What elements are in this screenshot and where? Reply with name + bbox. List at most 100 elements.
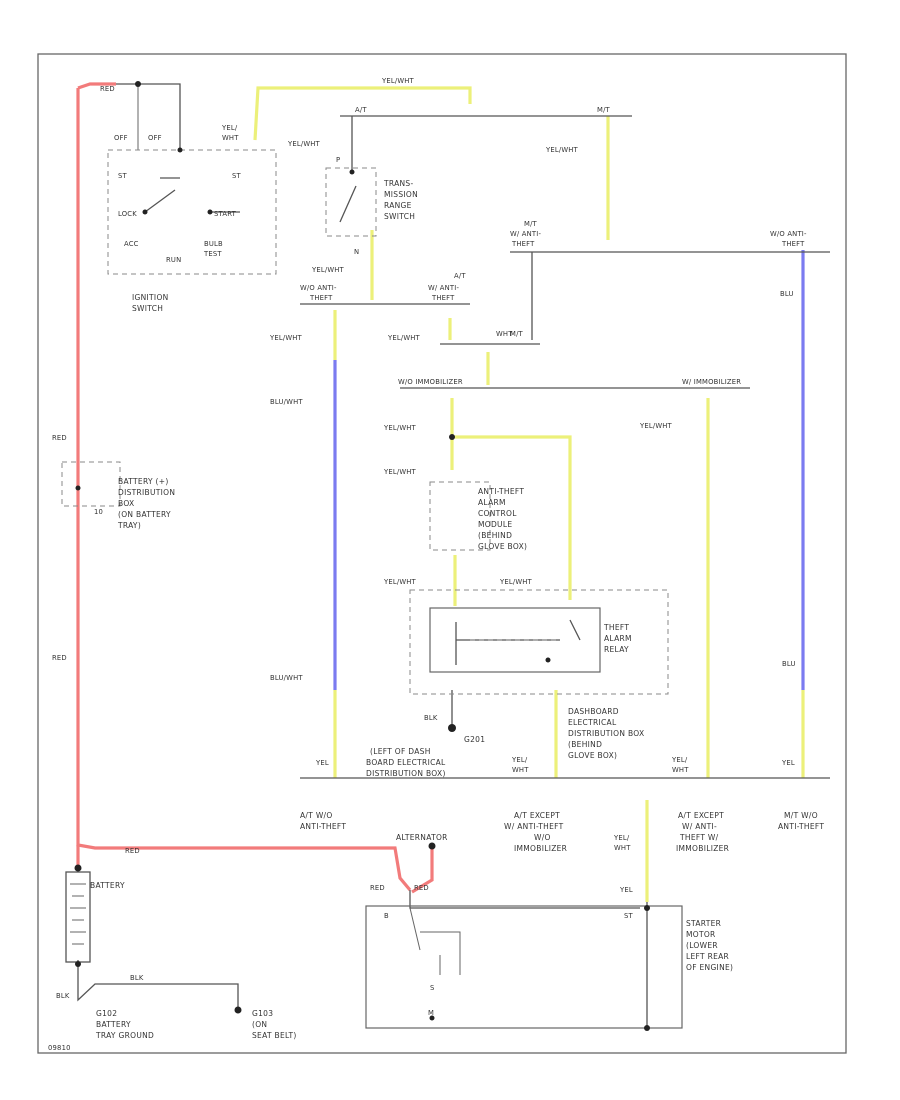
g102-1: G102 xyxy=(96,1009,117,1018)
dot-batt-bot xyxy=(75,961,81,967)
battery-dist-box xyxy=(61,461,121,507)
starter-2: (LOWER xyxy=(686,941,718,950)
red-wire-alternator xyxy=(411,846,434,894)
g103-2: (ON xyxy=(252,1020,267,1029)
var-mtwo-0: M/T W/O xyxy=(784,811,818,820)
ign-run: RUN xyxy=(166,256,181,264)
starter-1: MOTOR xyxy=(686,930,716,939)
dash-4: GLOVE BOX) xyxy=(568,751,617,760)
battery-ground-wire xyxy=(77,960,239,1010)
splice-mt-top: M/T xyxy=(597,106,611,114)
wire-label-red-2: RED xyxy=(52,654,67,662)
battdist-1: DISTRIBUTION xyxy=(118,488,175,497)
splice-atw-1: A/T xyxy=(454,272,466,280)
dash-1: ELECTRICAL xyxy=(568,718,617,727)
splice-mtw-2: W/ ANTI- xyxy=(510,230,541,238)
g201-note-2: DISTRIBUTION BOX) xyxy=(366,769,446,778)
wire-label-blk-batt: BLK xyxy=(56,992,70,1000)
footer-code: 09810 xyxy=(48,1044,71,1052)
starter-m: M xyxy=(428,1009,434,1017)
splice-wor-1: W/O ANTI- xyxy=(770,230,807,238)
var-atex1-2: W/O xyxy=(534,833,551,842)
dot-trans xyxy=(349,169,355,175)
dot-g201 xyxy=(448,724,456,732)
wire-label-red-4: RED xyxy=(370,884,385,892)
ign-acc: ACC xyxy=(124,240,139,248)
ign-test: TEST xyxy=(203,250,222,258)
splice-mtw-1: M/T xyxy=(524,220,538,228)
wire-label-yelwht-9: YEL/WHT xyxy=(383,578,417,586)
var-atex2-1: W/ ANTI- xyxy=(682,822,717,831)
var-atex2-2: THEFT W/ xyxy=(679,833,719,842)
wire-label-yelwht-7: YEL/WHT xyxy=(383,424,417,432)
trans-label-3: SWITCH xyxy=(384,212,415,221)
wire-label-blk-g201: BLK xyxy=(424,714,438,722)
module-2: CONTROL xyxy=(478,509,517,518)
dash-3: (BEHIND xyxy=(568,740,602,749)
battery-body xyxy=(65,871,91,963)
wire-label-red-1: RED xyxy=(52,434,67,442)
var-atwo-1: ANTI-THEFT xyxy=(300,822,346,831)
splice-atw-2: W/ ANTI- xyxy=(428,284,459,292)
wire-label-blk-gnd: BLK xyxy=(130,974,144,982)
var-atwo-0: A/T W/O xyxy=(300,811,333,820)
starter-b-wire xyxy=(409,890,640,909)
starter-s: S xyxy=(430,984,435,992)
wire-label-yel-st: YEL/ xyxy=(613,834,630,842)
ign-st-1: ST xyxy=(118,172,128,180)
splice-wol-1: W/O ANTI- xyxy=(300,284,337,292)
module-5: GLOVE BOX) xyxy=(478,542,527,551)
trans-switch-box xyxy=(325,167,377,237)
g201-id: G201 xyxy=(464,735,485,744)
trans-n: N xyxy=(354,248,359,256)
dot-g103 xyxy=(234,1006,242,1014)
battdist-4: TRAY) xyxy=(117,521,141,530)
starter-st: ST xyxy=(624,912,634,920)
wire-label-yelwht-5: YEL/WHT xyxy=(269,334,303,342)
ign-st-2: ST xyxy=(232,172,242,180)
dot-ign-d xyxy=(207,209,213,215)
dot-relay xyxy=(545,657,551,663)
dash-elec-box xyxy=(409,589,669,695)
wire-label-yel-r1: YEL/ xyxy=(671,756,688,764)
dot-ign-c xyxy=(142,209,148,215)
splice-wol-2: THEFT xyxy=(309,294,333,302)
wire-label-wht-mt: WHT xyxy=(496,330,513,338)
wire-label-yelwht-10: YEL/WHT xyxy=(499,578,533,586)
starter-0: STARTER xyxy=(686,919,721,928)
alarm-module-box xyxy=(429,481,491,551)
splice-mt-small: M/T xyxy=(510,330,524,338)
wire-label-wht-r1: WHT xyxy=(672,766,689,774)
var-atex1-1: W/ ANTI-THEFT xyxy=(504,822,564,831)
trans-p: P xyxy=(336,156,340,164)
ignition-switch-box xyxy=(107,149,277,275)
relay-0: THEFT xyxy=(603,623,629,632)
wire-label-yelwht-4: YEL/WHT xyxy=(311,266,345,274)
g102-2: BATTERY xyxy=(96,1020,131,1029)
dot-starter-bot xyxy=(644,1025,650,1031)
wire-label-bluwht-2: BLU/WHT xyxy=(270,674,303,682)
dot-module xyxy=(449,434,455,440)
g103-3: SEAT BELT) xyxy=(252,1031,297,1040)
yel-wire-relay-feed xyxy=(452,435,572,600)
dash-2: DISTRIBUTION BOX xyxy=(568,729,644,738)
wire-label-yel-mid: YEL/ xyxy=(511,756,528,764)
black-wire-layer xyxy=(77,83,830,1030)
ign-lock: LOCK xyxy=(118,210,137,218)
splice-mtw-3: THEFT xyxy=(511,240,535,248)
starter-inner xyxy=(409,907,461,975)
relay-switch xyxy=(455,619,581,665)
ign-off-1: OFF xyxy=(114,134,128,142)
starter-4: OF ENGINE) xyxy=(686,963,733,972)
battdist-0: BATTERY (+) xyxy=(118,477,169,486)
module-0: ANTI-THEFT xyxy=(478,487,524,496)
starter-box xyxy=(365,905,683,1029)
g201-note-1: BOARD ELECTRICAL xyxy=(366,758,446,767)
red-wire-top xyxy=(77,82,116,90)
wire-label-blu-1: BLU xyxy=(780,290,794,298)
splice-at-top: A/T xyxy=(355,106,367,114)
splice-wo-immob: W/O IMMOBILIZER xyxy=(398,378,463,386)
trans-label-0: TRANS- xyxy=(383,179,414,188)
dot-battdist xyxy=(75,485,81,491)
splice-wor-2: THEFT xyxy=(781,240,805,248)
